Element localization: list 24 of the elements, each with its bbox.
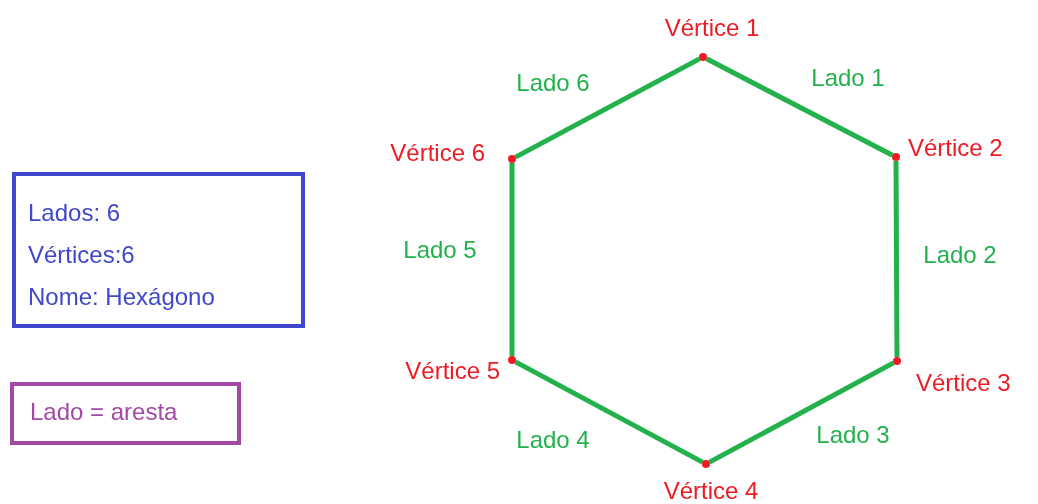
hexagon-side bbox=[893, 161, 900, 357]
vertex-label: Vértice 2 bbox=[908, 134, 1003, 162]
vertex-label: Vértice 6 bbox=[390, 139, 485, 167]
edge-label: Lado 1 bbox=[811, 64, 885, 92]
hexagon-side bbox=[708, 360, 895, 465]
edge-label: Lado 5 bbox=[403, 236, 477, 264]
info-box bbox=[12, 172, 305, 328]
edge-label: Lado 3 bbox=[816, 421, 890, 449]
edge-label: Lado 2 bbox=[923, 241, 997, 269]
vertex-label: Vértice 4 bbox=[663, 477, 759, 504]
info-text: Vértices:6 bbox=[28, 240, 135, 270]
vertex-label: Vértice 5 bbox=[405, 357, 500, 385]
info-box bbox=[10, 382, 241, 445]
hexagon-side bbox=[509, 163, 515, 356]
edge-label: Lado 6 bbox=[516, 69, 590, 97]
hexagon-side bbox=[705, 56, 894, 158]
hexagon-side bbox=[514, 359, 704, 465]
vertex-label: Vértice 3 bbox=[916, 369, 1011, 397]
vertex-label: Vértice 1 bbox=[664, 14, 760, 42]
edge-label: Lado 4 bbox=[516, 426, 590, 454]
info-text: Lados: 6 bbox=[28, 198, 121, 228]
info-text: Lado = aresta bbox=[30, 397, 178, 427]
info-text: Nome: Hexágono bbox=[28, 282, 215, 312]
hexagon-side bbox=[514, 56, 701, 160]
